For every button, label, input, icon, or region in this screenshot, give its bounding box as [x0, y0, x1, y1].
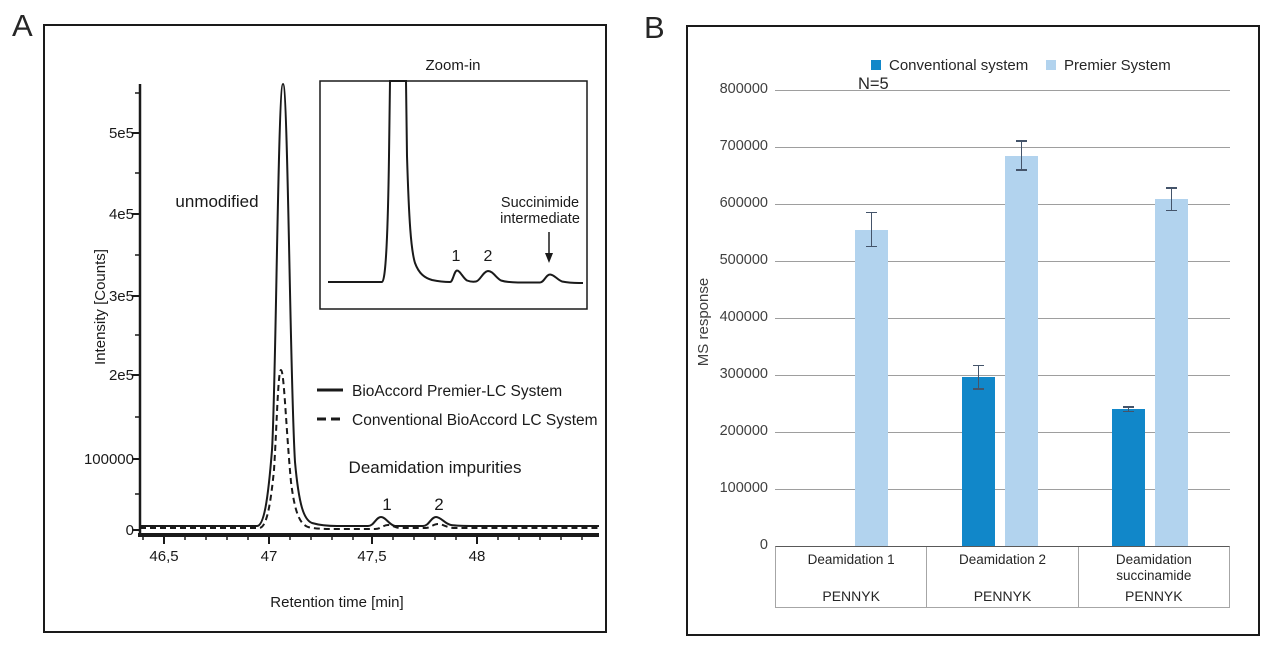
- y-axis-title: Intensity [Counts]: [92, 249, 109, 365]
- category-cell-deamidation-succinamide: Deamidation succinamide PENNYK: [1077, 547, 1229, 607]
- y-tick-4e5: 4e5: [109, 206, 134, 223]
- bar-premier-system-group3: [1155, 199, 1188, 546]
- zoom-inset-box: [319, 80, 588, 310]
- peptide-label: PENNYK: [822, 588, 880, 604]
- error-bar-cap-top: [1016, 140, 1027, 142]
- y-tick-label-0: 0: [759, 537, 768, 553]
- modification-label: Deamidation 2: [958, 552, 1047, 567]
- legend-premier-label: Premier System: [1064, 56, 1171, 74]
- peak-1-label: 1: [382, 495, 391, 514]
- x-tick-47: 47: [261, 548, 278, 565]
- n-count-label: N=5: [858, 75, 889, 93]
- y-tick-2e5: 2e5: [109, 367, 134, 384]
- x-tick-46-5: 46,5: [149, 548, 178, 565]
- premier-swatch-icon: [1046, 60, 1056, 70]
- legend-item-conventional: Conventional system: [871, 55, 1028, 75]
- peak-2-label: 2: [434, 495, 443, 514]
- conventional-swatch-icon: [871, 60, 881, 70]
- inset-peak-2-label: 2: [484, 248, 493, 265]
- legend-conventional-label: Conventional BioAccord LC System: [352, 412, 598, 429]
- zoom-inset-title: Zoom-in: [425, 57, 480, 74]
- category-table: Deamidation 1 PENNYK Deamidation 2 PENNY…: [775, 546, 1230, 608]
- inset-trace: [328, 80, 583, 284]
- gridline-300000: [775, 375, 1230, 376]
- error-bar-cap-bottom: [1016, 169, 1027, 171]
- gridline-400000: [775, 318, 1230, 319]
- x-axis-major-ticks: [163, 535, 478, 544]
- gridline-100000: [775, 489, 1230, 490]
- y-tick-label-500000: 500000: [719, 252, 768, 268]
- gridline-700000: [775, 147, 1230, 148]
- error-bar-cap-top: [1123, 406, 1134, 408]
- x-axis-title: Retention time [min]: [270, 594, 403, 611]
- legend-premier-label: BioAccord Premier-LC System: [352, 383, 562, 400]
- bar-premier-system-group1: [855, 229, 888, 546]
- deamidation-impurities-annotation: Deamidation impurities: [349, 458, 522, 477]
- y-tick-label-300000: 300000: [719, 366, 768, 382]
- error-bar-cap-top: [973, 364, 984, 367]
- y-tick-label-700000: 700000: [719, 138, 768, 154]
- y-tick-5e5: 5e5: [109, 125, 134, 142]
- legend-conventional-label: Conventional system: [889, 56, 1029, 74]
- legend-item-premier: Premier System: [1046, 55, 1171, 75]
- error-bar-line: [870, 211, 873, 248]
- error-bar-cap-bottom: [973, 388, 984, 390]
- peptide-label: PENNYK: [1125, 588, 1183, 604]
- gridline-600000: [775, 204, 1230, 205]
- error-bar-line: [1020, 140, 1023, 171]
- gridline-500000: [775, 261, 1230, 262]
- y-tick-label-400000: 400000: [719, 309, 768, 325]
- x-axis-minor-ticks: [142, 535, 583, 540]
- error-bar-line: [977, 364, 980, 390]
- error-bar-cap-top: [866, 211, 877, 214]
- modification-label: Deamidation 1: [807, 552, 895, 567]
- error-bar-cap-bottom: [1123, 410, 1134, 413]
- panel-a-chromatogram: 0 100000 2e5 3e5 4e5 5e5 46,5 47 47,5 48…: [43, 24, 607, 633]
- succinimide-label-line2: intermediate: [500, 211, 580, 227]
- y-tick-0: 0: [126, 522, 134, 539]
- peptide-label: PENNYK: [973, 588, 1032, 604]
- y-tick-100000: 100000: [84, 451, 134, 468]
- trace-premier-solid: [140, 82, 599, 527]
- category-cell-deamidation-1: Deamidation 1 PENNYK: [776, 547, 926, 607]
- gridline-800000: [775, 90, 1230, 91]
- y-tick-label-200000: 200000: [719, 423, 768, 439]
- y-tick-3e5: 3e5: [109, 288, 134, 305]
- panel-b-bar-chart: Conventional system Premier System N=5 M…: [686, 25, 1260, 636]
- bar-plot-area: 0 100000 200000 300000 400000 500000 600000 700…: [688, 27, 1258, 634]
- error-bar-line: [1127, 406, 1130, 413]
- y-tick-label-800000: 800000: [719, 81, 768, 97]
- error-bar-cap-bottom: [866, 245, 877, 248]
- category-cell-deamidation-2: Deamidation 2 PENNYK: [926, 547, 1077, 607]
- x-tick-47-5: 47,5: [357, 548, 386, 565]
- unmodified-annotation: unmodified: [175, 192, 258, 211]
- y-axis-minor-ticks: [135, 92, 140, 495]
- bar-conventional-system-group3: [1112, 409, 1145, 546]
- x-tick-48: 48: [469, 548, 486, 565]
- succinimide-arrow-icon: [545, 232, 553, 263]
- error-bar-line: [1170, 187, 1173, 212]
- modification-label: Deamidation succinamide: [1115, 552, 1192, 583]
- bar-premier-system-group2: [1005, 155, 1038, 546]
- y-tick-label-600000: 600000: [719, 195, 768, 211]
- panel-a-label: A: [12, 8, 33, 43]
- bar-conventional-system-group2: [962, 377, 995, 546]
- y-tick-label-100000: 100000: [719, 480, 768, 496]
- y-axis-major-ticks: [132, 132, 140, 531]
- trace-conventional-dashed: [140, 368, 599, 530]
- error-bar-cap-bottom: [1166, 209, 1177, 212]
- chromatogram-plot: 0 100000 2e5 3e5 4e5 5e5 46,5 47 47,5 48…: [84, 57, 599, 611]
- gridline-200000: [775, 432, 1230, 433]
- error-bar-cap-top: [1166, 187, 1177, 189]
- panel-b-label: B: [644, 10, 665, 45]
- succinimide-label-line1: Succinimide: [501, 195, 579, 211]
- inset-peak-1-label: 1: [452, 248, 461, 265]
